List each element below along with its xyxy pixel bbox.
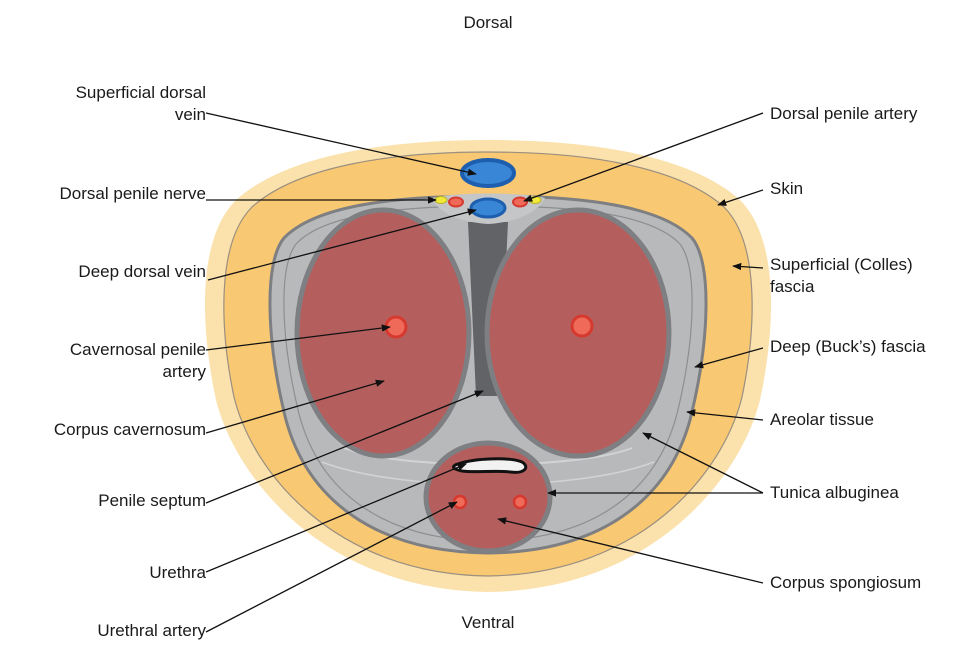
label-urethra: Urethra <box>10 562 206 584</box>
dorsal-label: Dorsal <box>434 12 542 34</box>
label-superficial-colles-fascia: Superficial (Colles) fascia <box>770 254 913 298</box>
left-corpus-cavernosum <box>297 210 469 456</box>
left-dorsal-nerve <box>435 197 447 204</box>
label-deep-bucks-fascia: Deep (Buck’s) fascia <box>770 336 926 358</box>
right-urethral-artery <box>514 496 526 508</box>
right-cavernosal-artery <box>572 316 592 336</box>
label-corpus-spongiosum: Corpus spongiosum <box>770 572 921 594</box>
label-dorsal-penile-artery: Dorsal penile artery <box>770 103 917 125</box>
label-cavernosal-penile-artery: Cavernosal penile artery <box>10 339 206 383</box>
label-urethral-artery: Urethral artery <box>10 620 206 642</box>
label-dorsal-penile-nerve: Dorsal penile nerve <box>10 183 206 205</box>
label-superficial-dorsal-vein: Superficial dorsal vein <box>10 82 206 126</box>
label-cavernosal-line1: Cavernosal penile <box>10 339 206 361</box>
label-cavernosal-line2: artery <box>10 361 206 383</box>
label-superficial-dorsal-vein-line2: vein <box>10 104 206 126</box>
label-colles-line2: fascia <box>770 276 913 298</box>
label-penile-septum: Penile septum <box>10 490 206 512</box>
deep-dorsal-vein <box>471 199 505 217</box>
urethra-lumen <box>453 459 525 473</box>
label-corpus-cavernosum: Corpus cavernosum <box>10 419 206 441</box>
left-dorsal-penile-artery <box>449 198 463 207</box>
label-superficial-dorsal-vein-line1: Superficial dorsal <box>10 82 206 104</box>
label-colles-line1: Superficial (Colles) <box>770 254 913 276</box>
label-deep-dorsal-vein: Deep dorsal vein <box>10 261 206 283</box>
right-dorsal-penile-artery <box>513 198 527 207</box>
label-tunica-albuginea: Tunica albuginea <box>770 482 899 504</box>
ventral-label: Ventral <box>434 612 542 634</box>
label-areolar-tissue: Areolar tissue <box>770 409 874 431</box>
label-skin: Skin <box>770 178 803 200</box>
